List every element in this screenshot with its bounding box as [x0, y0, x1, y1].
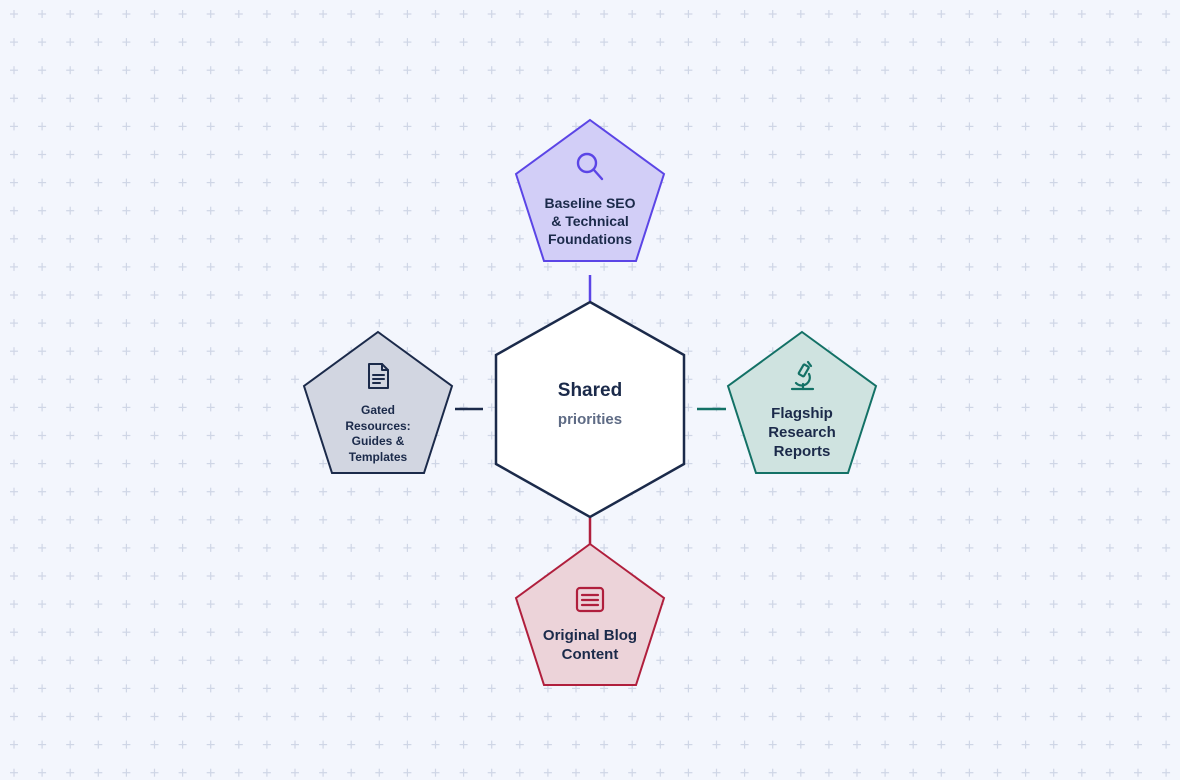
article-icon [575, 586, 605, 613]
node-gated-resources-line-3: Guides & [352, 434, 405, 448]
center-title: Shared [558, 380, 622, 401]
node-baseline-seo[interactable]: Baseline SEO & Technical Foundations [514, 118, 666, 262]
node-flagship-research-line-3: Reports [774, 443, 831, 460]
node-baseline-seo-line-2: & Technical [551, 213, 629, 229]
node-baseline-seo-shape [514, 118, 666, 262]
node-flagship-research[interactable]: Flagship Research Reports [726, 330, 878, 474]
node-gated-resources-line-4: Templates [349, 450, 408, 464]
node-flagship-research-line-1: Flagship [771, 405, 833, 422]
node-original-blog-shape [514, 542, 666, 686]
node-original-blog-line-2: Content [562, 646, 619, 663]
node-gated-resources[interactable]: Gated Resources: Guides & Templates [302, 330, 454, 474]
node-original-blog[interactable]: Original Blog Content [514, 542, 666, 686]
node-baseline-seo-line-3: Foundations [548, 231, 632, 247]
node-original-blog-line-1: Original Blog [543, 627, 637, 644]
center-hexagon [494, 300, 686, 519]
magnifier-icon [576, 152, 604, 181]
document-icon [368, 363, 389, 389]
center-node[interactable]: Shared priorities [494, 300, 686, 519]
node-baseline-seo-line-1: Baseline SEO [544, 195, 635, 211]
microscope-icon [790, 360, 815, 391]
node-flagship-research-line-2: Research [768, 424, 836, 441]
node-gated-resources-shape [302, 330, 454, 474]
node-gated-resources-line-2: Resources: [345, 419, 410, 433]
center-subtitle: priorities [558, 411, 622, 428]
node-gated-resources-line-1: Gated [361, 403, 395, 417]
node-flagship-research-shape [726, 330, 878, 474]
